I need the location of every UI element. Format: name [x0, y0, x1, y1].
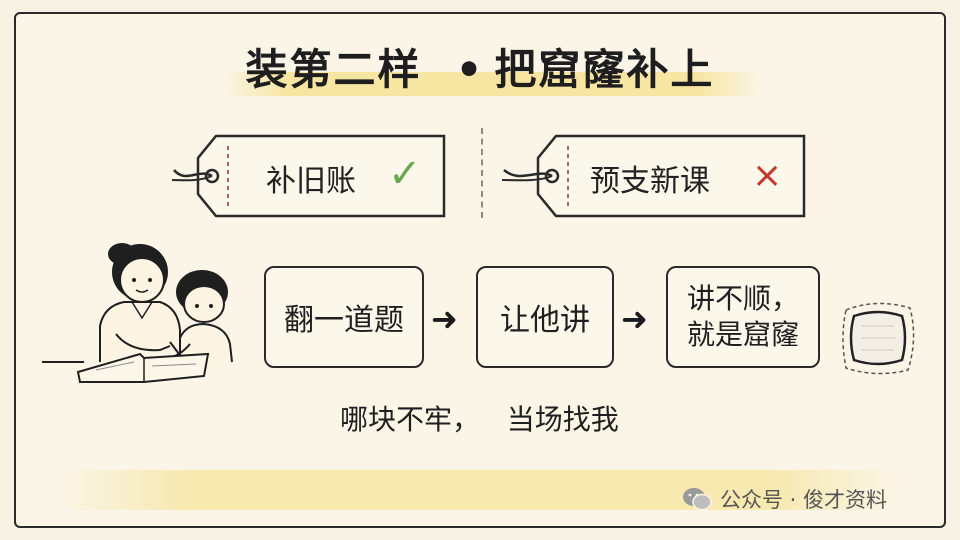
step-pick-question-label: 翻一道题: [284, 303, 404, 338]
arrow-right-icon: ➜: [621, 300, 648, 338]
cross-icon: ×: [752, 155, 783, 196]
title-right: 把窟窿补上: [494, 45, 715, 94]
title-bullet: •: [455, 45, 485, 94]
parent-child-illustration: [42, 243, 233, 383]
watermark: 公众号 · 俊才资料: [682, 484, 887, 514]
tag-dont-shape: [501, 134, 806, 218]
step-pick-question: 翻一道题: [264, 266, 424, 368]
tag-do-label: 补旧账: [266, 164, 356, 199]
check-icon: ✓: [388, 151, 422, 197]
wechat-icon: [683, 488, 712, 511]
tag-do-shape: [171, 134, 446, 218]
slide-title: 装第二样 •把窟窿补上: [0, 36, 960, 97]
patch-icon: [842, 302, 915, 375]
slogan: 哪块不牢， 当场找我: [340, 403, 619, 436]
step-let-him-explain-label: 让他讲: [500, 303, 590, 338]
divider: [481, 128, 483, 218]
title-highlight: [222, 72, 762, 96]
step-find-gap-line2: 就是窟窿: [686, 318, 799, 351]
bottom-highlight: [60, 470, 900, 510]
title-left: 装第二样: [245, 45, 422, 94]
step-find-gap: 讲不顺， 就是窟窿: [666, 266, 820, 368]
step-find-gap-line1: 讲不顺，: [686, 282, 799, 315]
tag-dont-label: 预支新课: [590, 164, 710, 199]
watermark-text: 公众号 · 俊才资料: [720, 488, 888, 512]
arrow-right-icon: ➜: [431, 300, 458, 338]
step-let-him-explain: 让他讲: [476, 266, 614, 368]
